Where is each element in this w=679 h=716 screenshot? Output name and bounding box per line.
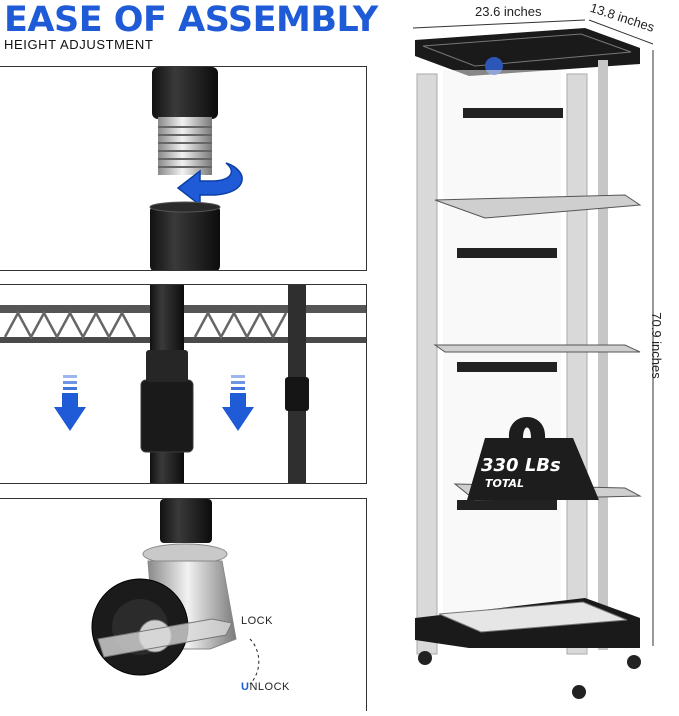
- page-title: EASE OF ASSEMBLY: [4, 0, 378, 40]
- panel-threaded-connector: [0, 66, 367, 271]
- weight-badge-caption: TOTAL: [485, 477, 525, 490]
- weight-badge-icon: [467, 417, 599, 500]
- caster-stem: [160, 499, 212, 543]
- weight-badge-amount: 330 LBs: [481, 455, 561, 476]
- caster-rear-right: [627, 655, 641, 669]
- lock-cycle-arrow: [249, 638, 260, 685]
- lower-pole-segment: [150, 205, 220, 270]
- page-subtitle: HEIGHT ADJUSTMENT: [4, 37, 154, 52]
- rack-top-cap: [415, 28, 640, 76]
- width-dimension-line: [412, 19, 586, 29]
- caster-front-left: [418, 651, 432, 665]
- grow-light-1: [463, 108, 563, 118]
- unlock-rest: NLOCK: [249, 681, 290, 693]
- upper-pole-segment: [152, 67, 218, 119]
- wire-shelf-2: [433, 344, 641, 353]
- panel-shelf-adjustment: [0, 284, 367, 484]
- grow-light-2: [457, 248, 557, 258]
- lock-label: LOCK: [241, 615, 273, 627]
- unlock-label: UNLOCK: [241, 681, 290, 693]
- shelf-sleeve: [140, 379, 194, 453]
- grow-tent-rack: 23.6 inches 13.8 inches 70.9 inches 330 …: [395, 0, 679, 711]
- unlock-first-letter: U: [241, 681, 250, 693]
- width-dimension-label: 23.6 inches: [475, 4, 542, 19]
- height-dimension-label: 70.9 inches: [648, 312, 664, 379]
- lock-pedal: [97, 618, 233, 658]
- depth-dimension-line: [588, 19, 654, 45]
- front-pole-left: [416, 73, 438, 655]
- down-arrow-icon-left: [54, 375, 86, 431]
- rotate-arrow-icon: [176, 162, 243, 207]
- grow-light-4: [457, 500, 557, 510]
- wire-shelf-1: [434, 194, 642, 219]
- rear-pole-right: [598, 60, 608, 650]
- front-pole-right: [566, 73, 588, 655]
- grow-light-3: [457, 362, 557, 372]
- panel-locking-caster: LOCK UNLOCK: [0, 498, 367, 711]
- shelf-wire-truss: [3, 310, 137, 340]
- down-arrow-icon-right: [222, 375, 254, 431]
- caster-front-right: [572, 685, 586, 699]
